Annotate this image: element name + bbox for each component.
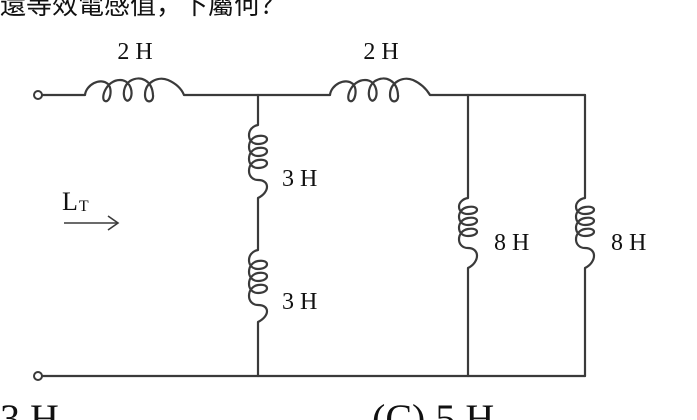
input-terminal-top: [33, 90, 43, 100]
inductor-L3: [247, 123, 269, 199]
input-terminal-bottom: [33, 371, 43, 381]
header-text: 還等效電感值，下屬何？: [0, 0, 286, 20]
equivalent-label: LT: [62, 187, 89, 216]
footer-right: (C) 5 H: [372, 396, 494, 420]
label-L4: 3 H: [282, 289, 317, 315]
inductor-L4: [247, 248, 269, 323]
arrow-icon: [64, 215, 120, 231]
inductor-L6: [574, 196, 596, 269]
inductor-L2: [328, 77, 431, 103]
equivalent-symbol: L: [62, 187, 78, 216]
footer-left: 3 H: [0, 396, 59, 420]
inductor-L1: [83, 77, 186, 103]
wires: [40, 93, 587, 378]
equivalent-subscript: T: [79, 198, 89, 215]
inductor-L5: [457, 196, 479, 269]
label-L6: 8 H: [611, 230, 646, 256]
label-L1: 2 H: [117, 39, 152, 65]
label-L5: 8 H: [494, 230, 529, 256]
label-L2: 2 H: [363, 39, 398, 65]
label-L3: 3 H: [282, 166, 317, 192]
